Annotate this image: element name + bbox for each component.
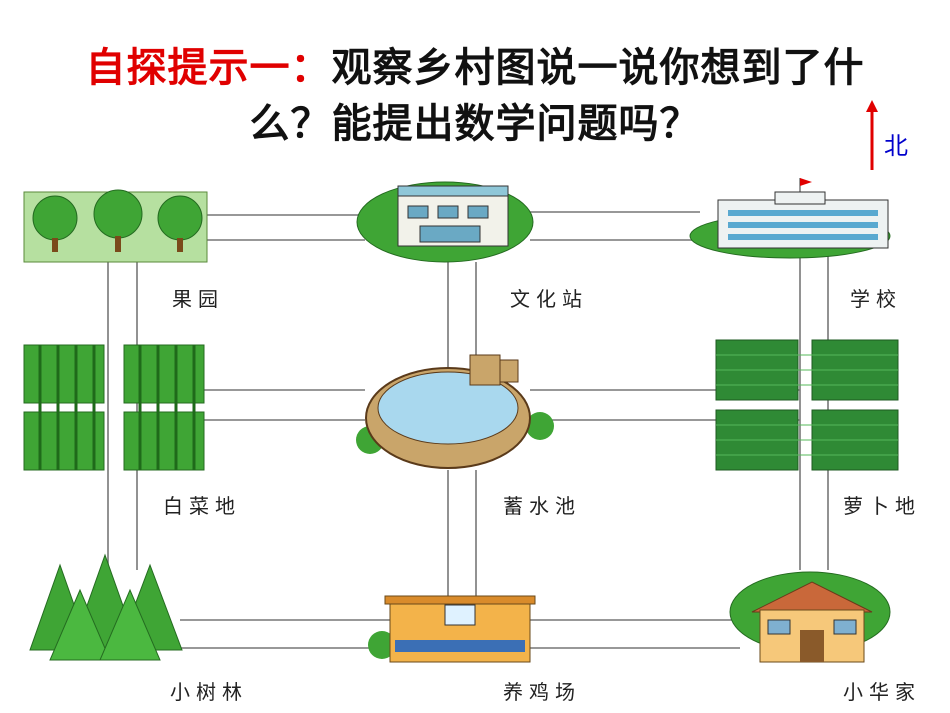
reservoir-icon <box>356 354 554 469</box>
prompt-highlight: 自探提示一： <box>85 45 332 91</box>
north-arrow-icon <box>866 100 878 170</box>
prompt-line2: 么？能提出数学问题吗？ <box>249 101 701 147</box>
label-radish-field: 萝卜地 <box>843 494 921 518</box>
label-culture-station: 文化站 <box>510 287 588 311</box>
xiaohua-home-icon <box>729 571 891 663</box>
radish-field-icon <box>715 339 899 471</box>
orchard-icon <box>23 189 208 263</box>
label-cabbage-field: 白菜地 <box>163 494 241 518</box>
culture-station-icon <box>356 181 534 263</box>
label-reservoir: 蓄水池 <box>503 494 581 518</box>
label-xiaohua-home: 小华家 <box>843 680 921 704</box>
label-school: 学校 <box>850 287 902 311</box>
label-grove: 小树林 <box>170 680 248 704</box>
chicken-farm-icon <box>368 595 536 663</box>
grove-icon <box>29 553 183 661</box>
prompt-title: 自探提示一：观察乡村图说一说你想到了什 么？能提出数学问题吗？ <box>0 40 950 152</box>
cabbage-field-icon <box>23 344 205 471</box>
north-label: 北 <box>884 132 908 160</box>
school-icon <box>689 178 891 259</box>
label-orchard: 果园 <box>172 287 224 311</box>
label-chicken-farm: 养鸡场 <box>503 680 581 704</box>
prompt-line1: 观察乡村图说一说你想到了什 <box>331 45 865 91</box>
